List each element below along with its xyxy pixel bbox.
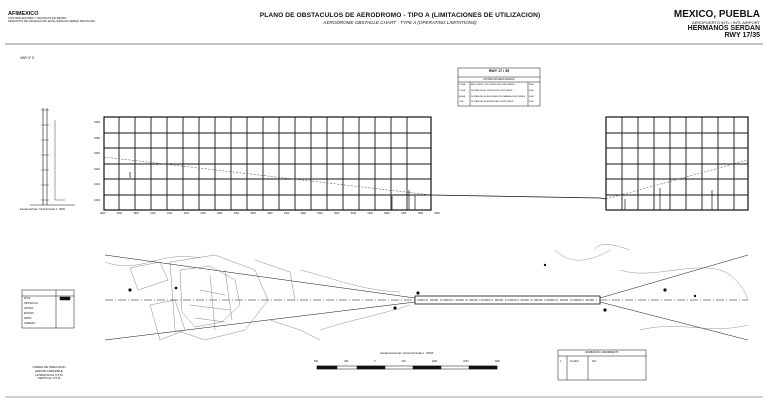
profile-grid-main [103,116,432,211]
funnel-lower-left [104,301,416,341]
amendment-date: 10-2021 [570,360,579,363]
amendment-number: 1 [560,360,562,363]
location-block: MEXICO, PUEBLA AEROPUERTO INTL / INTL AI… [673,9,760,40]
magnetic-variation: VAR 4° E [20,56,35,60]
profile-obstacles [129,172,416,210]
amendment-box-frame [557,349,647,381]
vertical-scale-caption: Escala Vertical / Vertical Scale 1 : 500… [20,208,65,211]
plan-scale-bar [316,365,498,370]
runway-designator: RWY 17/35 [724,32,760,39]
funnel-lower-right [599,301,749,341]
plan-view [104,244,749,341]
airport-name: HERMANOS SERDAN [687,25,760,32]
obstacle-surface-slope [103,156,432,196]
chart-subtitle: AERODROME OBSTACLE CHART - TYPE A (OPERA… [323,20,477,25]
chart-title-block: PLANO DE OBSTACULOS DE AERODROMO - TIPO … [230,12,570,25]
profile-x-labels: 0000 0400 0800 1200 1600 2000 2400 2800 … [100,212,440,215]
vertical-scale-bar [30,108,75,206]
funnel-upper-left [104,254,416,299]
amendment-title: ENMIENDAS / AMENDMENTS [585,351,619,354]
plan-scale-ticks: 500 250 0 500 1000 1500 2000 [314,360,500,363]
runway-profile-line [430,194,607,200]
table-subtitle: DISTANCIAS DECLARADAS [483,78,515,81]
profile-y-labels: 2300 2280 2260 2240 2220 2200 [94,121,100,202]
legend-box-frame [21,289,75,329]
profile-grid-right [605,116,749,211]
organization-block: AFIMEXICO CONTROLADORES Y TECNICOS EN ME… [8,11,95,24]
org-line2: SERVICIOS DE NAVEGACION EN EL ESPACIO AE… [8,19,95,24]
chart-title: PLANO DE OBSTACULOS DE AERODROMO - TIPO … [259,12,541,19]
urban-area [129,254,321,341]
table-title: RWY 17 / 35 [488,69,510,73]
legend-rows: PISTA OBSTACULO ANTENA EDIFICIO ARBOL TE… [24,298,38,326]
declared-distances-table-frame [457,67,541,107]
obstacle-surface-slope-right [605,159,749,200]
precision-block: ORDEN DE PRECISION ERROR ADMISIBLE HORIZ… [32,365,66,381]
amendment-author: DGI [592,360,597,363]
org-name: AFIMEXICO [8,11,39,17]
funnel-upper-right [599,254,749,299]
plan-obstacles [128,263,697,312]
runway-strip [414,295,601,305]
airport-label: AEROPUERTO INTL / INTL AIRPORT [692,20,760,25]
org-line1: CONTROLADORES Y TECNICOS EN METEO [8,16,67,20]
plan-scale-caption: Escala Horizontal / Horizontal Scale 1 :… [380,352,434,355]
city-name: MEXICO, PUEBLA [673,9,760,20]
